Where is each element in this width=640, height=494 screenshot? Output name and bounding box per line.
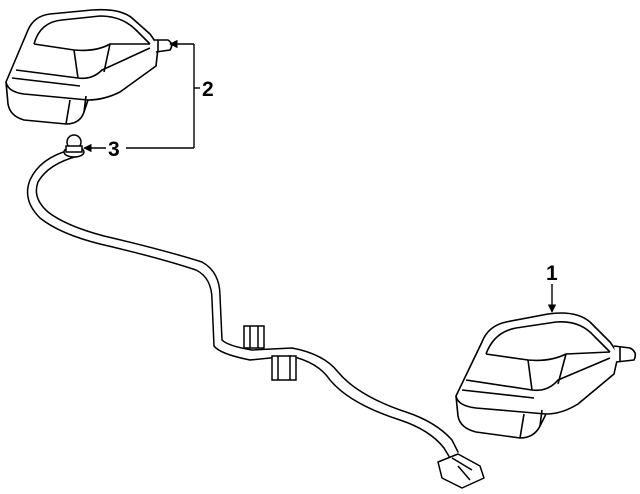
callout-2: 2 <box>202 78 214 101</box>
license-lamp-lower <box>455 312 637 439</box>
callout-3: 3 <box>108 138 120 161</box>
bulb-socket <box>63 134 85 158</box>
wiring-harness <box>26 149 459 459</box>
license-lamp-upper <box>5 8 173 125</box>
harness-end-connector <box>437 453 485 489</box>
harness-clip-lower <box>271 355 297 381</box>
harness-clip-upper <box>243 325 265 349</box>
callout-leaders <box>83 39 557 313</box>
callout-1: 1 <box>546 262 558 285</box>
